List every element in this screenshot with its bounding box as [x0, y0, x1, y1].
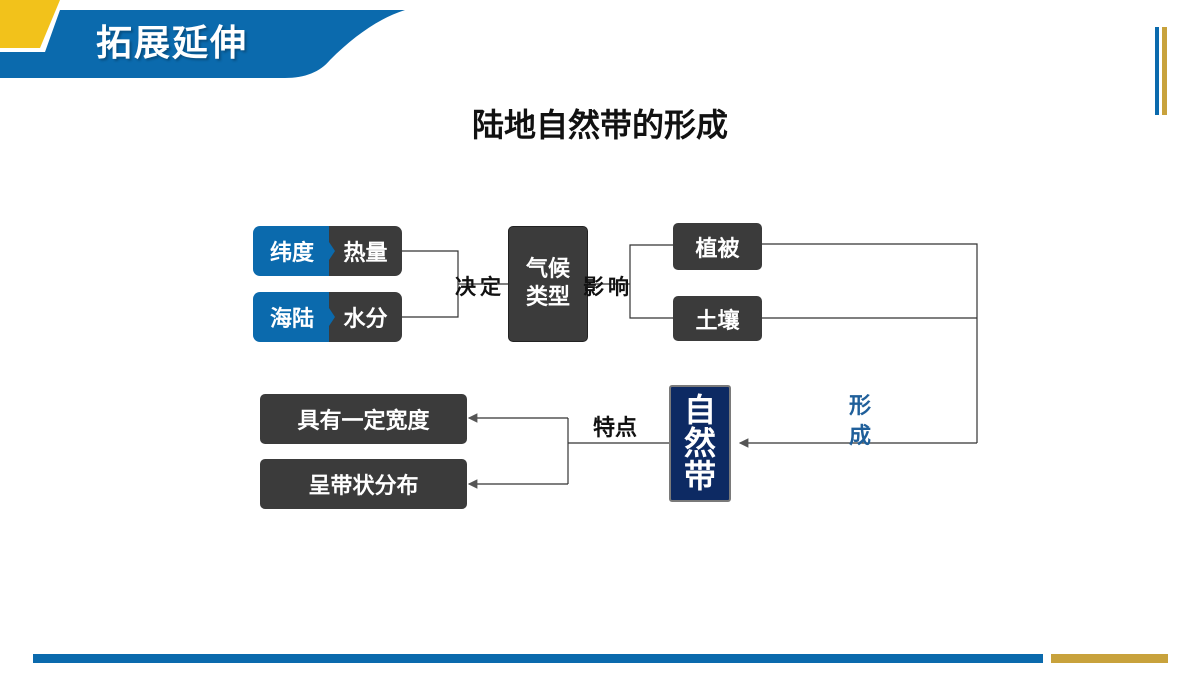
header-blue-shape [0, 10, 405, 78]
factor-heat: 热量 [329, 226, 402, 276]
form-label: 形 成 [845, 392, 875, 452]
natural-zone-box: 自 然 带 [669, 385, 731, 502]
climate-line-1: 气候 [525, 257, 570, 282]
vegetation-line [762, 243, 978, 443]
influence-label: 影响 [583, 275, 633, 299]
right-blue-bar [1155, 27, 1159, 115]
feature-width-box: 具有一定宽度 [260, 394, 467, 444]
climate-type-box: 气候 类型 [508, 226, 588, 342]
header-yellow-accent [0, 0, 60, 48]
natural-zone-char-2: 然 [683, 424, 716, 462]
footer-gold-bar [1051, 654, 1168, 663]
right-gold-bar [1162, 27, 1167, 115]
vegetation-box: 植被 [673, 223, 762, 270]
feature-label: 特点 [593, 416, 638, 441]
page-title: 陆地自然带的形成 [471, 106, 728, 144]
form-label-char-2: 成 [848, 424, 871, 449]
factor-land-sea: 海陆 [253, 292, 331, 342]
chevron-right-icon [327, 239, 335, 263]
climate-line-2: 类型 [525, 285, 570, 310]
factor-latitude: 纬度 [253, 226, 331, 276]
header-banner [0, 0, 405, 78]
factor-water: 水分 [329, 292, 402, 342]
soil-box: 土壤 [673, 296, 762, 341]
natural-zone-char-3: 带 [683, 457, 716, 495]
header-title: 拓展延伸 [96, 23, 249, 64]
natural-zone-char-1: 自 [683, 391, 716, 429]
factor-bracket [402, 250, 459, 318]
footer-blue-bar [33, 654, 1043, 663]
chevron-right-icon [327, 305, 335, 329]
feature-banded-box: 呈带状分布 [260, 459, 467, 509]
form-label-char-1: 形 [848, 394, 871, 419]
determine-label: 决定 [455, 275, 505, 299]
influence-bracket [629, 244, 673, 319]
